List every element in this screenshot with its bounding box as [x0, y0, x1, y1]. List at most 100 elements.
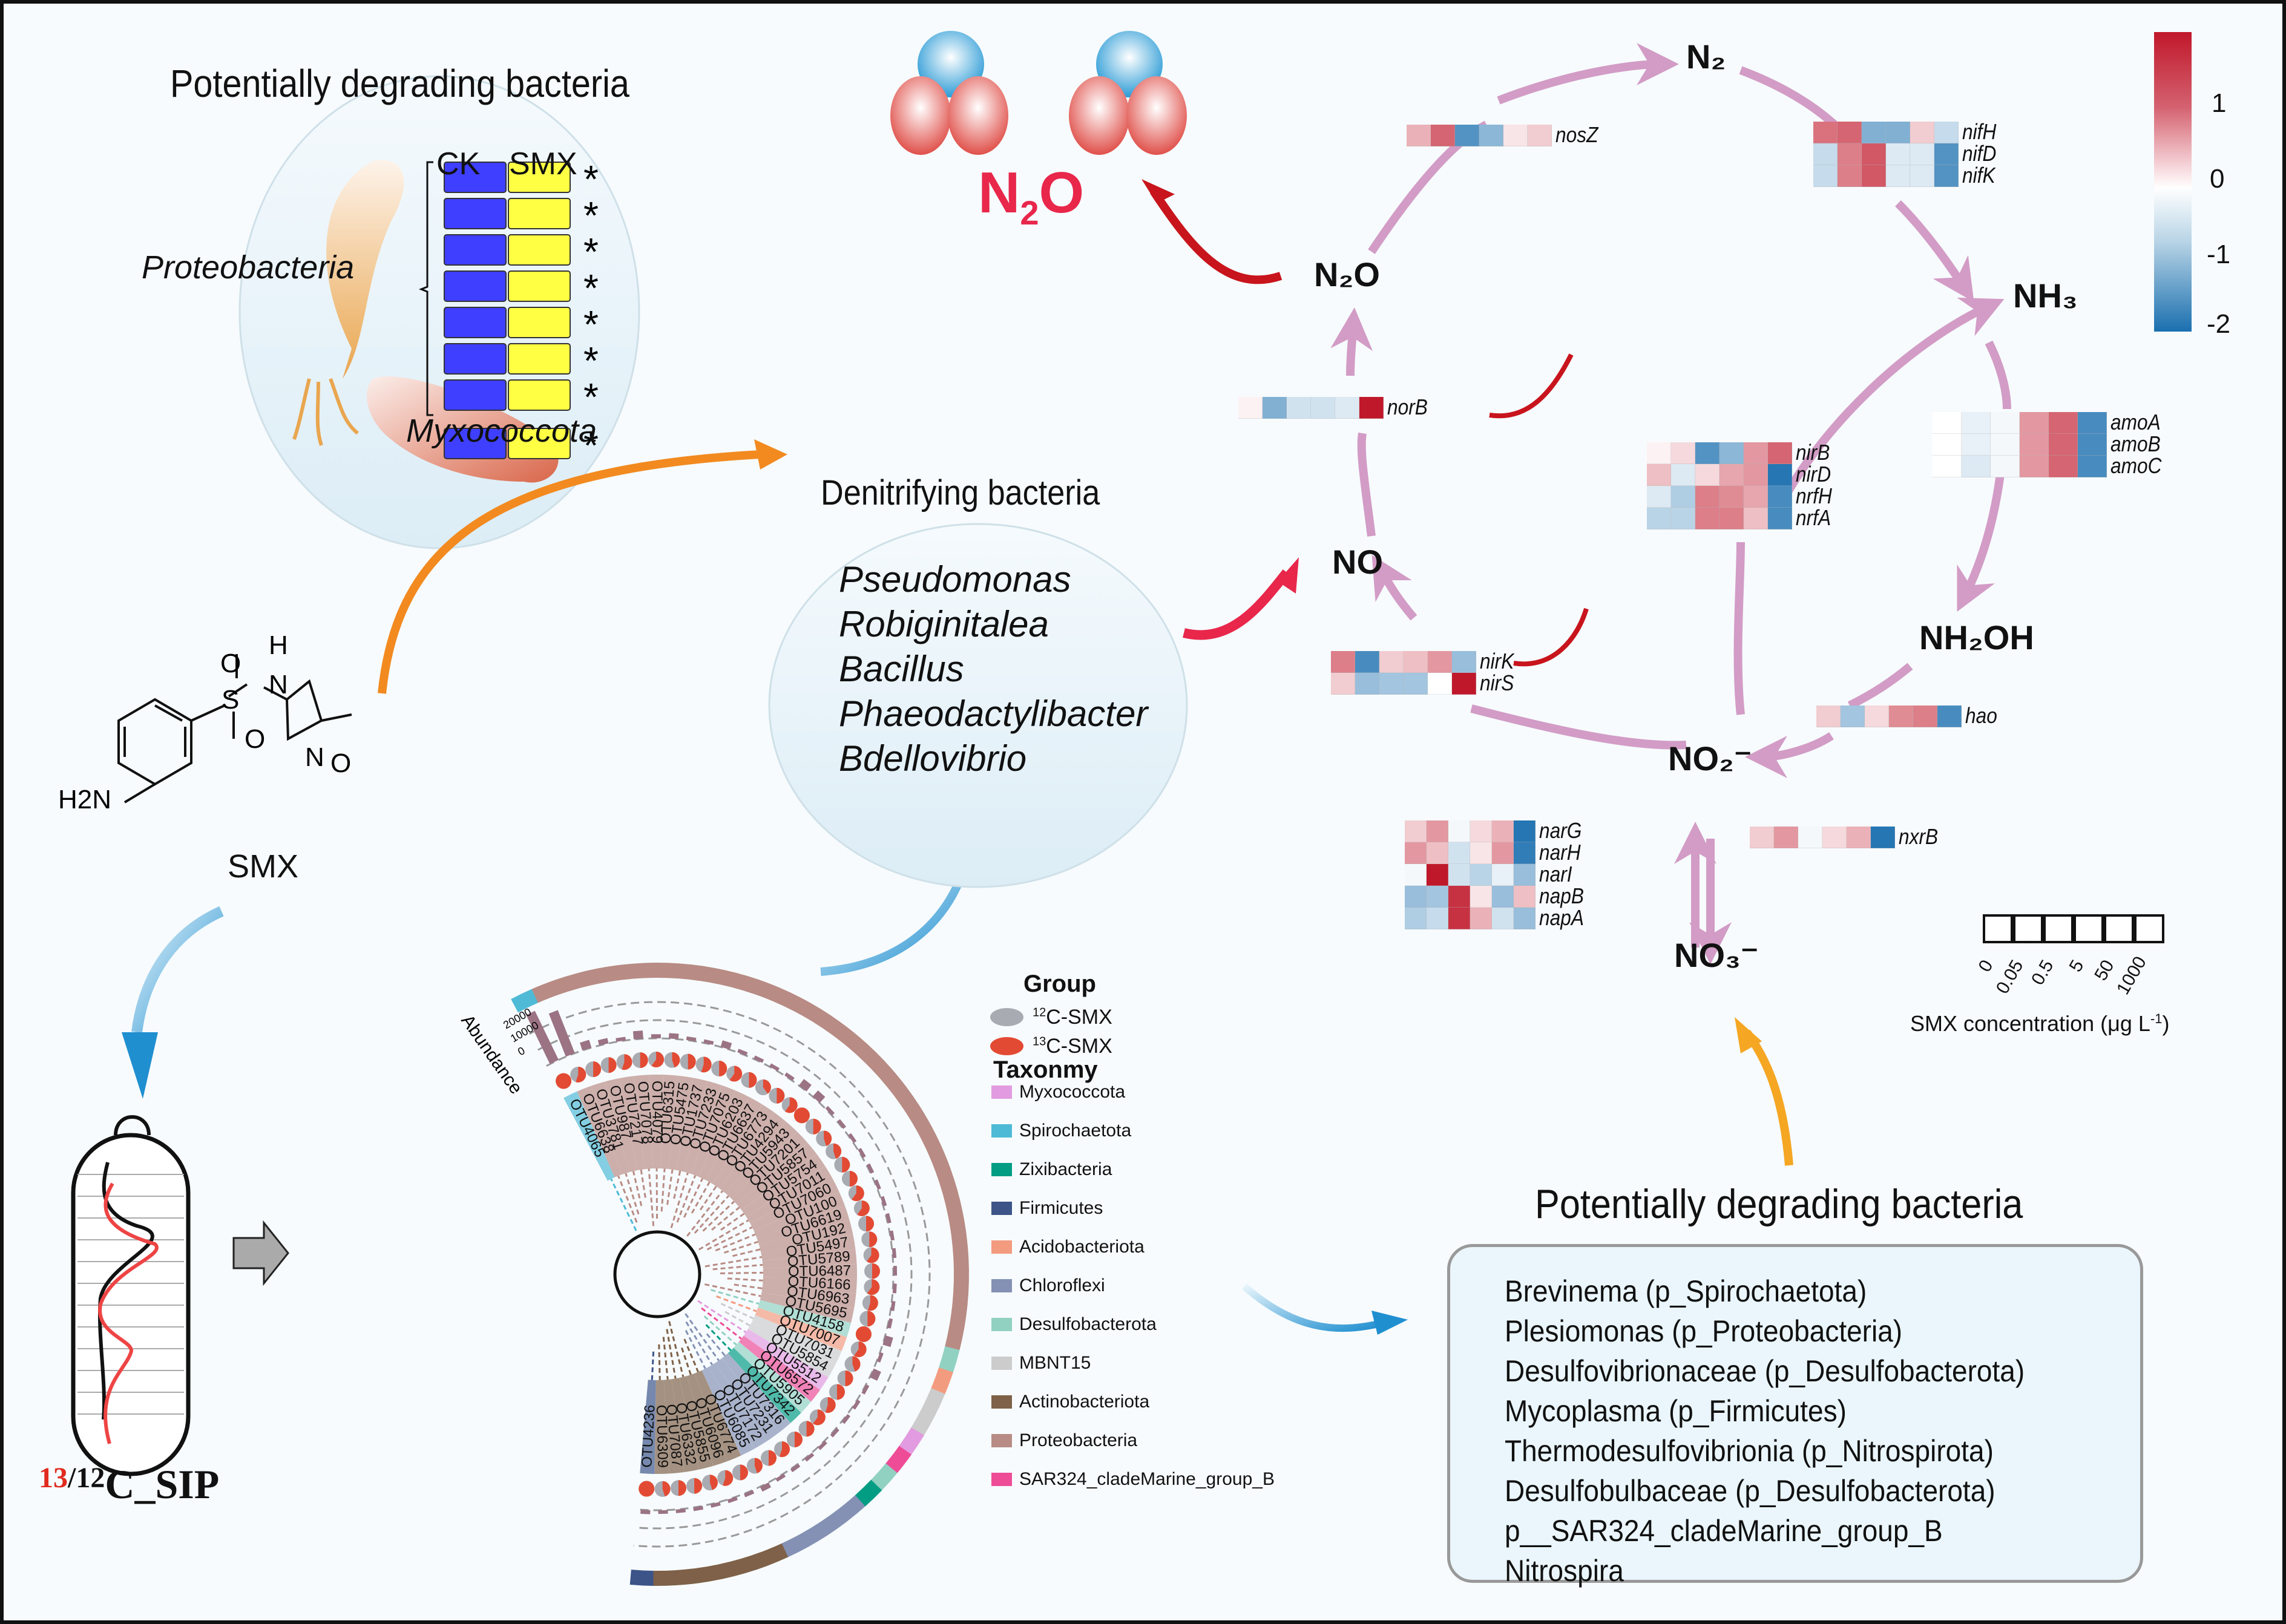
heatmap-cell — [1379, 673, 1404, 695]
oxygen-atom-icon — [1069, 76, 1129, 155]
heatmap-cell — [1862, 165, 1886, 187]
group-pie-13c — [852, 1356, 861, 1372]
tree-branch — [706, 1226, 753, 1251]
taxonomy-swatch — [991, 1473, 1012, 1486]
concentration-box — [2013, 914, 2043, 943]
arrowhead-icon — [122, 1032, 158, 1099]
group-pie-13c — [793, 1107, 810, 1124]
abundance-bar — [876, 1352, 884, 1363]
degrading-bacteria-box: Brevinema (p_Spirochaetota) Plesiomonas … — [1447, 1244, 2143, 1588]
heatmap-cell — [1448, 886, 1470, 908]
tree-branch — [699, 1185, 717, 1211]
heatmap-cell — [1647, 464, 1671, 486]
abundance-tick: 0 — [516, 1044, 527, 1058]
clade-band — [719, 1112, 786, 1194]
colorbar-tick: 0 — [2210, 164, 2225, 194]
heatmap-cell — [1492, 864, 1514, 886]
taxonomy-label: Zixibacteria — [1019, 1159, 1112, 1179]
significance-mark: * — [583, 230, 599, 273]
heatmap-cell — [1933, 456, 1962, 477]
group-swatch — [990, 1008, 1023, 1026]
concentration-title: SMX concentration (μg L-1) — [1910, 1011, 2170, 1036]
tree-branch — [686, 1190, 723, 1237]
tree-branch — [658, 1344, 661, 1380]
group-pie-13c — [576, 1066, 586, 1082]
ck-cell — [444, 379, 507, 411]
group-pie-13c — [608, 1057, 617, 1073]
clade-band — [634, 1075, 653, 1170]
heatmap-cell — [1991, 434, 2020, 456]
group-pie-13c — [813, 1409, 826, 1426]
heatmap-row-nrfH — [1647, 486, 1792, 508]
taxonomy-ring-segment — [773, 987, 801, 1012]
heatmap-cell — [1768, 508, 1792, 529]
group-pie-13c — [806, 1421, 815, 1437]
heatmap-cell — [1719, 508, 1744, 529]
oxygen-atom-icon — [948, 76, 1008, 155]
group-pie-13c — [672, 1052, 680, 1068]
taxonomy-swatch — [991, 1395, 1012, 1409]
heatmap-row-napA — [1405, 908, 1535, 929]
group-pie-13c — [866, 1216, 875, 1232]
group-swatch — [990, 1037, 1023, 1055]
atom-label: N — [305, 742, 324, 772]
tree-branch — [640, 1169, 646, 1198]
heatmap-row-narG — [1405, 820, 1535, 842]
heatmap-cell — [1910, 122, 1934, 143]
colorbar-tick: -1 — [2207, 240, 2231, 269]
group-pie-13c — [833, 1143, 842, 1159]
heatmap-cell — [1355, 651, 1379, 673]
heatmap-cell — [1695, 508, 1719, 529]
gene-label: norB — [1387, 395, 1428, 419]
heatmap-cell — [1813, 122, 1838, 143]
nitrogen-cycle-arrows — [1330, 64, 2011, 964]
abundance-bar — [632, 1030, 643, 1040]
clade-band — [715, 1358, 780, 1441]
heatmap-cell — [1913, 706, 1937, 727]
heatmap-row-nrfA — [1647, 508, 1792, 529]
heatmap-cell — [1937, 706, 1962, 727]
concentration-box — [1983, 914, 2013, 943]
heatmap-cell — [1744, 486, 1768, 508]
orange-arrow — [378, 450, 761, 694]
ck-cell — [444, 307, 507, 338]
abundance-bar — [892, 1248, 897, 1259]
gene-label: nxrB — [1899, 824, 1939, 849]
group-pie-13c — [651, 1052, 665, 1068]
bacteria-item: Plesiomonas (p_Proteobacteria) — [1505, 1314, 1903, 1348]
gene-label: nrfH — [1796, 483, 1832, 508]
heatmap-cell — [1822, 827, 1847, 848]
species-nh3: NH₃ — [2013, 277, 2078, 315]
gene-label: nosZ — [1555, 122, 1598, 147]
clade-band — [731, 1131, 807, 1205]
taxonomy-ring-segment — [629, 1570, 654, 1586]
taxonomy-ring-segment — [553, 973, 580, 995]
heatmap-cell — [1359, 397, 1384, 419]
group-pie-13c — [729, 1066, 743, 1082]
tree-branch — [648, 1168, 655, 1226]
taxonomy-ring-segment — [945, 1324, 965, 1351]
heatmap-cell — [1719, 464, 1744, 486]
clade-band — [743, 1329, 829, 1390]
clade-band — [679, 1375, 714, 1470]
smx-cell — [508, 234, 571, 266]
heatmap-cell — [1448, 864, 1470, 886]
heatmap-row-nirB — [1647, 442, 1792, 464]
abundance-bar — [686, 1036, 697, 1042]
heatmap-cell — [2049, 412, 2078, 434]
group-pie-13c — [825, 1397, 836, 1413]
species-nh2oh: NH₂OH — [1919, 618, 2034, 656]
clade-band — [734, 1341, 812, 1413]
heatmap-cell — [1695, 464, 1719, 486]
denitrifying-ellipse — [768, 523, 1188, 888]
gene-label: narH — [1539, 840, 1581, 865]
species-no3: NO₃⁻ — [1674, 936, 1759, 974]
tree-branch — [711, 1207, 740, 1231]
group-pie-13c — [866, 1247, 879, 1263]
group-pie-13c — [857, 1200, 870, 1216]
taxonomy-ring-segment — [598, 964, 623, 983]
group-pie-13c — [845, 1370, 853, 1386]
clade-band — [728, 1347, 801, 1423]
bacteria-item: Desulfovibrionaceae (p_Desulfobacterota) — [1505, 1354, 2025, 1388]
taxonomy-ring-segment — [819, 1509, 848, 1535]
